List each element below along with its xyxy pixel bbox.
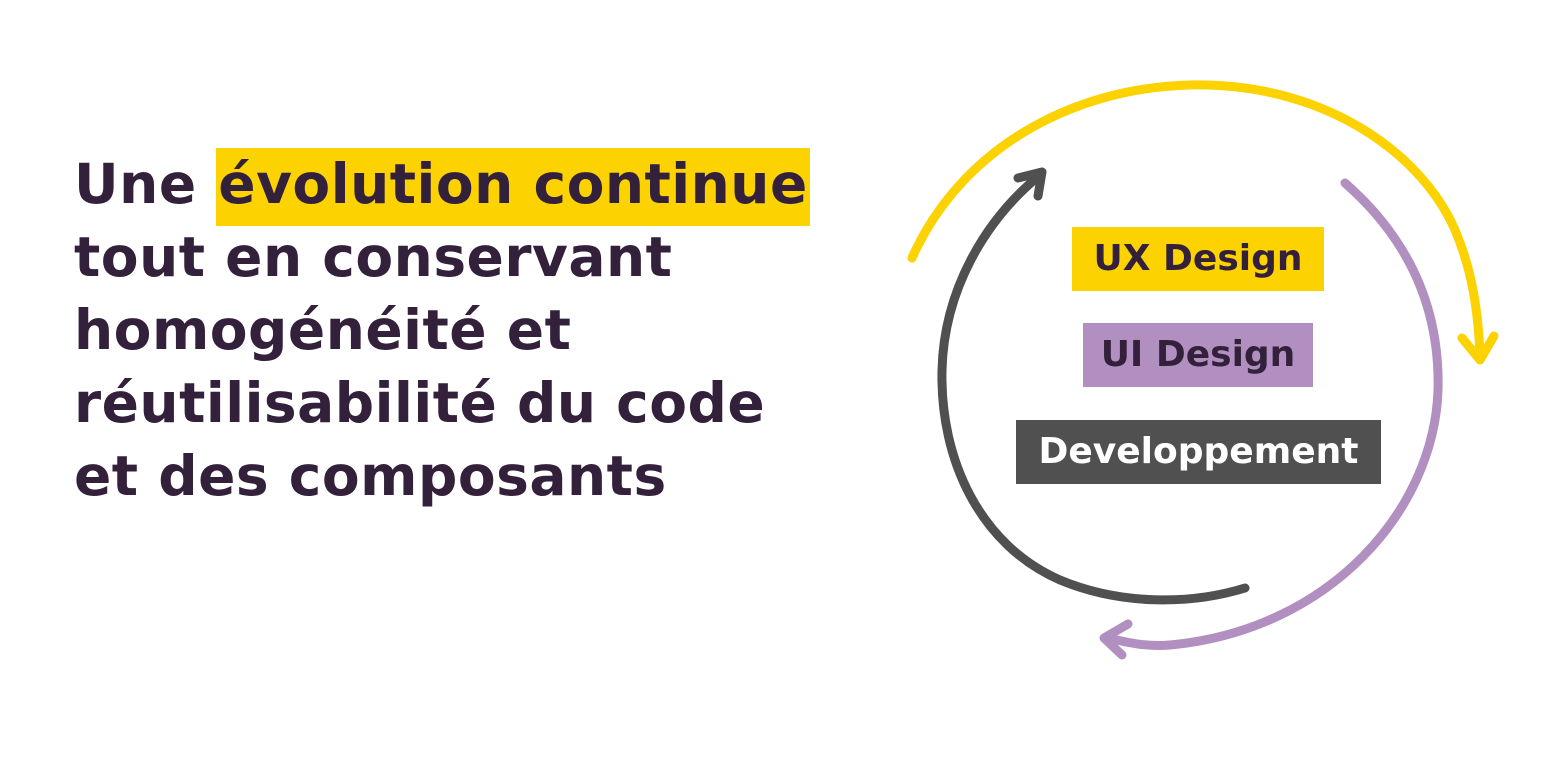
yellow-arc-arrow-icon [907, 80, 1499, 365]
stage-ui-design: UI Design [1083, 323, 1313, 387]
headline-highlight: évolution continue [216, 148, 810, 226]
gray-arc-arrow-icon [937, 167, 1250, 605]
headline: Une évolution continue tout en conservan… [74, 148, 810, 513]
stage-developpement: Developpement [1016, 420, 1381, 484]
headline-prefix: Une [74, 152, 217, 216]
headline-line-2: tout en conservant [74, 225, 673, 289]
headline-line-3: homogénéité et [74, 298, 572, 362]
headline-line-1: Une évolution continue [74, 148, 810, 226]
stage-ux-design: UX Design [1072, 227, 1324, 291]
headline-line-5: et des composants [74, 444, 667, 508]
purple-arc-arrow-icon [1099, 178, 1443, 660]
headline-line-4: réutilisabilité du code [74, 371, 766, 435]
